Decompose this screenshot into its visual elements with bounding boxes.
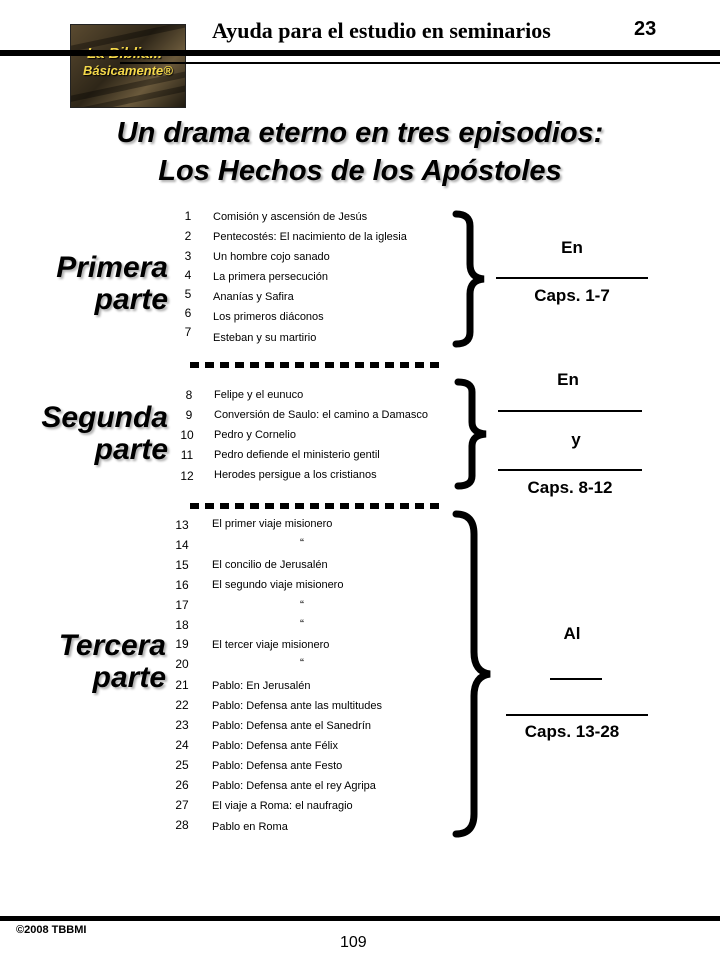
item-number: 8 (174, 388, 204, 402)
item-text: Pentecostés: El nacimiento de la iglesia (213, 231, 407, 243)
item-number: 15 (167, 558, 197, 572)
item-number: 4 (173, 268, 203, 282)
item-text: El viaje a Roma: el naufragio (212, 800, 353, 812)
item-text: Un hombre cojo sanado (213, 251, 330, 263)
item-number: 19 (167, 637, 197, 651)
part1-label-line2: parte (8, 284, 168, 316)
item-number: 9 (174, 408, 204, 422)
part2-answer-word1: En (530, 370, 606, 390)
section-divider (190, 362, 440, 368)
item-number: 24 (167, 738, 197, 752)
part1-answer-word1: En (534, 238, 610, 258)
page-title-line2: Los Hechos de los Apóstoles (0, 152, 720, 190)
item-text: Herodes persigue a los cristianos (214, 469, 377, 481)
item-text: Ananías y Safira (213, 291, 294, 303)
item-text: Felipe y el eunuco (214, 389, 303, 401)
item-number: 20 (167, 657, 197, 671)
item-text: Pablo: Defensa ante Félix (212, 740, 338, 752)
footer-rule (0, 916, 720, 921)
item-number: 18 (167, 618, 197, 632)
part3-answer-blank1 (550, 678, 602, 680)
part2-label: Segunda parte (8, 402, 168, 466)
item-text: Pablo: Defensa ante el Sanedrín (212, 720, 371, 732)
item-ditto: “ (300, 617, 304, 631)
item-number: 17 (167, 598, 197, 612)
item-ditto: “ (300, 536, 304, 550)
item-number: 12 (172, 469, 202, 483)
part1-label-line1: Primera (8, 252, 168, 284)
item-text: Esteban y su martirio (213, 332, 316, 344)
item-number: 27 (167, 798, 197, 812)
part3-label: Tercera parte (6, 630, 166, 694)
page-title-line1: Un drama eterno en tres episodios: (0, 114, 720, 152)
item-number: 5 (173, 287, 203, 301)
item-text: El concilio de Jerusalén (212, 559, 328, 571)
part2-answer-word2: y (538, 430, 614, 450)
part2-brace (452, 380, 498, 488)
part2-label-line2: parte (8, 434, 168, 466)
item-text: Pablo en Roma (212, 821, 288, 833)
item-text: Pablo: Defensa ante las multitudes (212, 700, 382, 712)
part3-answer-word1: Al (534, 624, 610, 644)
part1-brace (450, 212, 496, 346)
item-number: 3 (173, 249, 203, 263)
item-ditto: “ (300, 598, 304, 612)
item-text: El tercer viaje misionero (212, 639, 329, 651)
part1-answer-blank (496, 277, 648, 279)
header-rule-thick (0, 50, 720, 56)
section-divider (190, 503, 440, 509)
part3-label-line2: parte (6, 662, 166, 694)
item-text: Pedro y Cornelio (214, 429, 296, 441)
part3-answer-chapters: Caps. 13-28 (512, 722, 632, 742)
logo: La Biblia... Básicamente® (70, 24, 186, 108)
item-number: 6 (173, 306, 203, 320)
item-text: Comisión y ascensión de Jesús (213, 211, 367, 223)
item-number: 11 (172, 448, 202, 462)
item-text: Los primeros diáconos (213, 311, 324, 323)
header-title: Ayuda para el estudio en seminarios (212, 18, 551, 44)
item-number: 26 (167, 778, 197, 792)
item-text: El segundo viaje misionero (212, 579, 343, 591)
item-number: 25 (167, 758, 197, 772)
footer-page-number: 109 (340, 934, 367, 952)
part2-label-line1: Segunda (8, 402, 168, 434)
part3-brace (450, 512, 498, 836)
item-text: La primera persecución (213, 271, 328, 283)
item-number: 22 (167, 698, 197, 712)
item-number: 7 (173, 325, 203, 339)
item-number: 23 (167, 718, 197, 732)
part1-label: Primera parte (8, 252, 168, 316)
item-text: Conversión de Saulo: el camino a Damasco (214, 409, 428, 421)
item-text: Pedro defiende el ministerio gentil (214, 449, 380, 461)
part3-label-line1: Tercera (6, 630, 166, 662)
header-page-number: 23 (634, 18, 656, 41)
part3-answer-blank2 (506, 714, 648, 716)
part2-answer-blank1 (498, 410, 642, 412)
part2-answer-blank2 (498, 469, 642, 471)
item-text: El primer viaje misionero (212, 518, 332, 530)
header-rule-thin (120, 62, 720, 64)
part1-answer-chapters: Caps. 1-7 (512, 286, 632, 306)
item-ditto: “ (300, 656, 304, 670)
item-number: 1 (173, 209, 203, 223)
item-number: 2 (173, 229, 203, 243)
item-number: 28 (167, 818, 197, 832)
item-number: 13 (167, 518, 197, 532)
logo-text-line2: Básicamente® (83, 63, 173, 78)
item-number: 21 (167, 678, 197, 692)
part2-answer-chapters: Caps. 8-12 (510, 478, 630, 498)
item-number: 14 (167, 538, 197, 552)
item-number: 16 (167, 578, 197, 592)
item-number: 10 (172, 428, 202, 442)
copyright: ©2008 TBBMI (16, 924, 86, 936)
item-text: Pablo: Defensa ante el rey Agripa (212, 780, 376, 792)
item-text: Pablo: En Jerusalén (212, 680, 310, 692)
item-text: Pablo: Defensa ante Festo (212, 760, 342, 772)
